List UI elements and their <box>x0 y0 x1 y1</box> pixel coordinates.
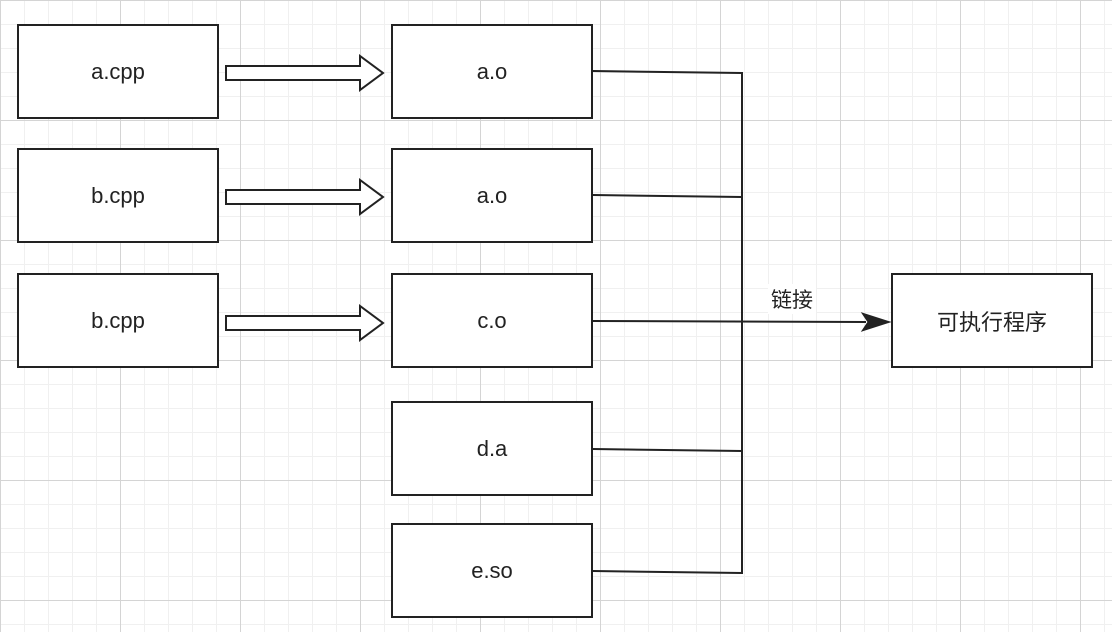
source-box-b-cpp: b.cpp <box>17 148 219 243</box>
link-label: 链接 <box>768 284 816 314</box>
link-line <box>592 570 743 574</box>
compile-arrow <box>225 304 385 342</box>
compile-arrow <box>225 54 385 92</box>
executable-box: 可执行程序 <box>891 273 1093 368</box>
link-line <box>592 70 743 74</box>
object-box-a-o-2: a.o <box>391 148 593 243</box>
link-arrow-line <box>592 320 867 323</box>
object-box-e-so: e.so <box>391 523 593 618</box>
object-box-d-a: d.a <box>391 401 593 496</box>
link-line <box>592 448 743 452</box>
link-arrowhead <box>860 312 892 332</box>
object-box-a-o: a.o <box>391 24 593 119</box>
compile-arrow <box>225 178 385 216</box>
object-box-c-o: c.o <box>391 273 593 368</box>
source-box-b-cpp-2: b.cpp <box>17 273 219 368</box>
source-box-a-cpp: a.cpp <box>17 24 219 119</box>
link-line <box>592 194 743 198</box>
